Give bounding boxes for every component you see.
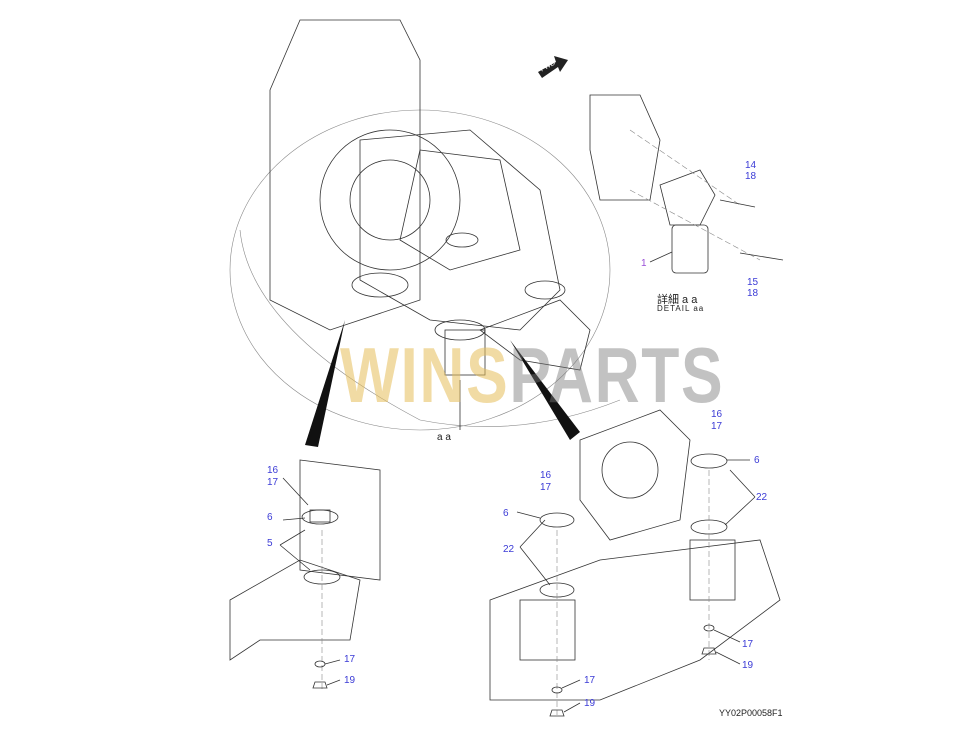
callout-washer-a[interactable]: 18 xyxy=(745,171,757,182)
callout[interactable]: 16 xyxy=(711,409,723,420)
callout-bolt-b[interactable]: 15 xyxy=(747,277,759,288)
callout[interactable]: 17 xyxy=(584,675,596,686)
callout[interactable]: 17 xyxy=(540,482,552,493)
detail-ref-label: a a xyxy=(437,432,451,443)
leader-arrow-right xyxy=(510,340,580,440)
callout-filter[interactable]: 1 xyxy=(641,258,647,269)
drawing-code: YY02P00058F1 xyxy=(719,708,783,718)
detail-title-jp: 詳細 a a xyxy=(657,294,698,306)
fwd-arrow-icon xyxy=(538,56,568,78)
callout[interactable]: 19 xyxy=(344,675,356,686)
right-mount-drawing xyxy=(489,409,781,717)
callout[interactable]: 17 xyxy=(344,654,356,665)
watermark-part2: PARTS xyxy=(509,331,725,419)
callout[interactable]: 17 xyxy=(711,421,723,432)
leader-arrow-left xyxy=(305,320,345,447)
left-mount-drawing xyxy=(229,459,381,690)
callout[interactable]: 16 xyxy=(267,465,279,476)
detail-title-en: DETAIL aa xyxy=(657,304,705,313)
callout[interactable]: 22 xyxy=(756,492,768,503)
callout[interactable]: 5 xyxy=(267,538,273,549)
detail-aa-drawing xyxy=(589,94,784,274)
callout[interactable]: 6 xyxy=(267,512,273,523)
callout[interactable]: 17 xyxy=(267,477,279,488)
callout-washer-b[interactable]: 18 xyxy=(747,288,759,299)
callout[interactable]: 16 xyxy=(540,470,552,481)
callout-bolt-a[interactable]: 14 xyxy=(745,160,757,171)
engine-assembly-drawing xyxy=(229,19,621,431)
watermark-logo: WINSPARTS xyxy=(340,330,724,421)
callout[interactable]: 6 xyxy=(754,455,760,466)
callout[interactable]: 19 xyxy=(742,660,754,671)
callout[interactable]: 22 xyxy=(503,544,515,555)
watermark-part1: WINS xyxy=(340,331,510,419)
callout[interactable]: 17 xyxy=(742,639,754,650)
callout[interactable]: 19 xyxy=(584,698,596,709)
callout[interactable]: 6 xyxy=(503,508,509,519)
